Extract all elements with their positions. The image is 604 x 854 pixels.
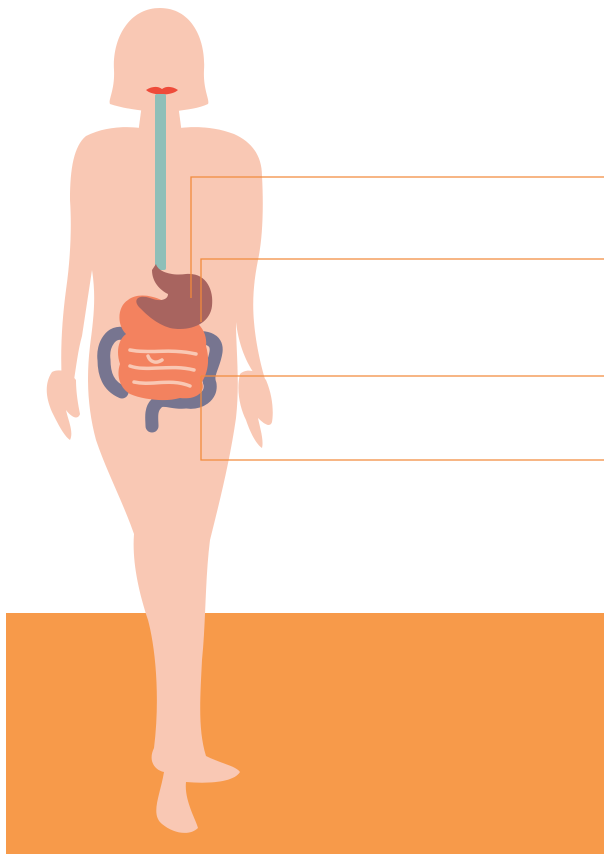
left-hand [47,370,80,440]
esophagus [155,94,166,270]
right-hand [238,371,272,448]
callout-line-stomach [201,259,604,322]
